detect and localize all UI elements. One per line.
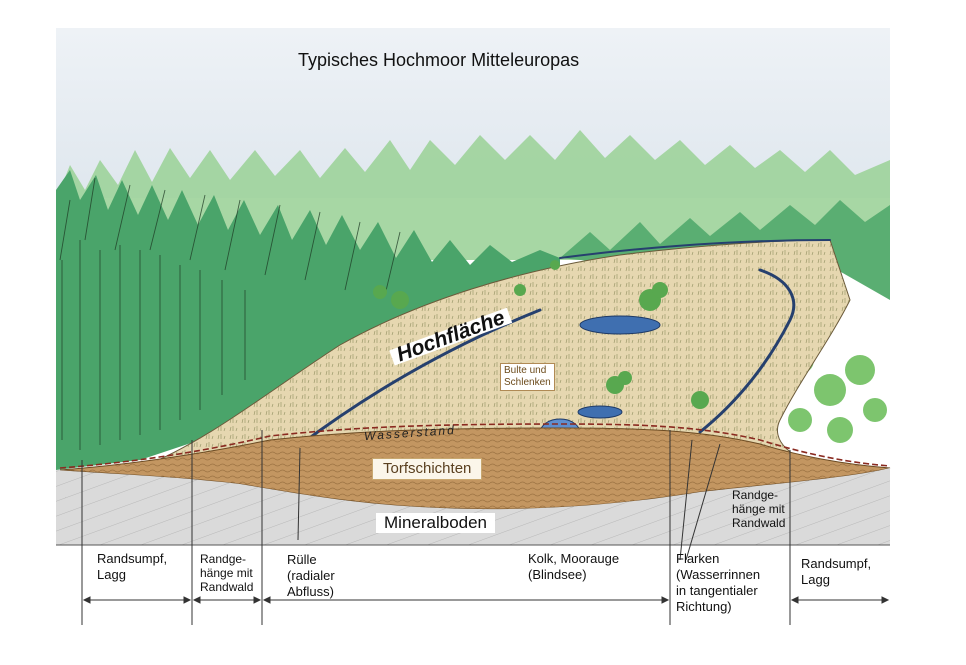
- dome-shrubs: [373, 260, 709, 409]
- label-torfschichten: Torfschichten: [372, 458, 483, 480]
- label-flarken: Flarken (Wasserrinnen in tangentialer Ri…: [676, 551, 761, 614]
- division-lines: [81, 430, 791, 625]
- label-randhaenge-right: Randge- hänge mit Randwald: [732, 488, 786, 530]
- label-mineralboden: Mineralboden: [376, 513, 496, 533]
- span-arrows: [82, 596, 890, 604]
- water-table-line: [59, 423, 891, 469]
- label-randhaenge-left: Randge- hänge mit Randwald: [200, 552, 254, 594]
- diagram-title: Typisches Hochmoor Mitteleuropas: [298, 50, 580, 70]
- label-randsumpf-right: Randsumpf, Lagg: [801, 556, 872, 587]
- forest-main: [56, 170, 560, 470]
- tree-outlines: [59, 177, 401, 450]
- label-randsumpf-left: Randsumpf, Lagg: [97, 551, 168, 582]
- label-kolk: Kolk, Moorauge (Blindsee): [528, 551, 620, 582]
- pond-small: [577, 405, 623, 419]
- label-ruelle: Rülle (radialer Abfluss): [287, 552, 335, 599]
- pond-upper: [579, 315, 661, 335]
- label-bulte-schlenken: Bulte und Schlenken: [500, 363, 555, 391]
